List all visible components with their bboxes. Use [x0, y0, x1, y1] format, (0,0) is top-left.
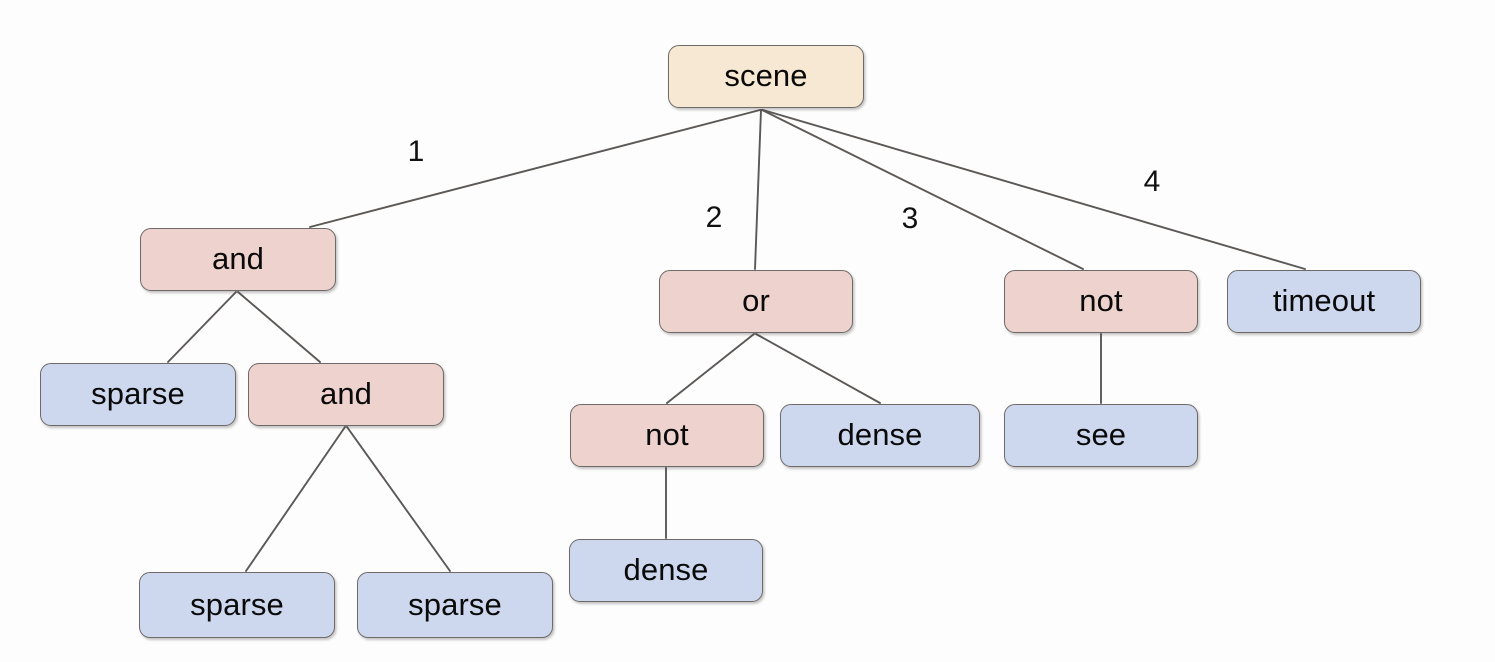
tree-node-not1[interactable]: not	[1004, 270, 1198, 333]
tree-node-label: sparse	[190, 586, 284, 622]
tree-node-dense1[interactable]: dense	[780, 404, 980, 467]
tree-node-label: timeout	[1272, 283, 1376, 318]
tree-node-timeout1[interactable]: timeout	[1227, 270, 1421, 333]
tree-node-or1[interactable]: or	[659, 270, 853, 333]
tree-node-label: sparse	[91, 376, 185, 411]
edge-label-3: 3	[901, 202, 919, 235]
tree-edge-and2-to-sparse2	[245, 426, 346, 572]
tree-edge-and1-to-and2	[237, 291, 321, 363]
tree-node-label: and	[211, 241, 265, 276]
tree-edge-or1-to-dense1	[755, 333, 881, 404]
tree-node-label: see	[1075, 417, 1127, 452]
tree-node-label: and	[319, 376, 373, 411]
tree-node-label: dense	[837, 417, 923, 452]
tree-node-and1[interactable]: and	[140, 228, 336, 291]
tree-node-and2[interactable]: and	[248, 363, 444, 426]
tree-node-label: sparse	[408, 586, 502, 622]
tree-edge-scene-to-or1	[754, 109, 762, 270]
tree-edge-scene-to-and1	[309, 109, 761, 228]
edge-label-4: 4	[1143, 165, 1161, 198]
edge-label-1: 1	[407, 135, 425, 168]
tree-node-sparse3[interactable]: sparse	[357, 572, 553, 638]
tree-node-label: scene	[724, 58, 808, 93]
tree-node-label: dense	[623, 552, 709, 587]
tree-node-scene[interactable]: scene	[668, 45, 864, 108]
tree-node-label: not	[1079, 283, 1123, 318]
edge-label-2: 2	[705, 201, 723, 234]
tree-node-dense2[interactable]: dense	[569, 539, 763, 602]
tree-edge-scene-to-not1	[761, 109, 1084, 270]
tree-edge-scene-to-timeout1	[762, 109, 1306, 270]
tree-node-sparse1[interactable]: sparse	[40, 363, 236, 426]
tree-edge-and2-to-sparse3	[346, 426, 451, 572]
tree-edge-or1-to-not2	[666, 333, 755, 404]
tree-node-label: or	[742, 283, 770, 318]
tree-edge-and1-to-sparse1	[167, 291, 237, 363]
tree-node-not2[interactable]: not	[570, 404, 764, 467]
tree-node-see1[interactable]: see	[1004, 404, 1198, 467]
tree-node-sparse2[interactable]: sparse	[139, 572, 335, 638]
tree-node-label: not	[645, 417, 689, 452]
